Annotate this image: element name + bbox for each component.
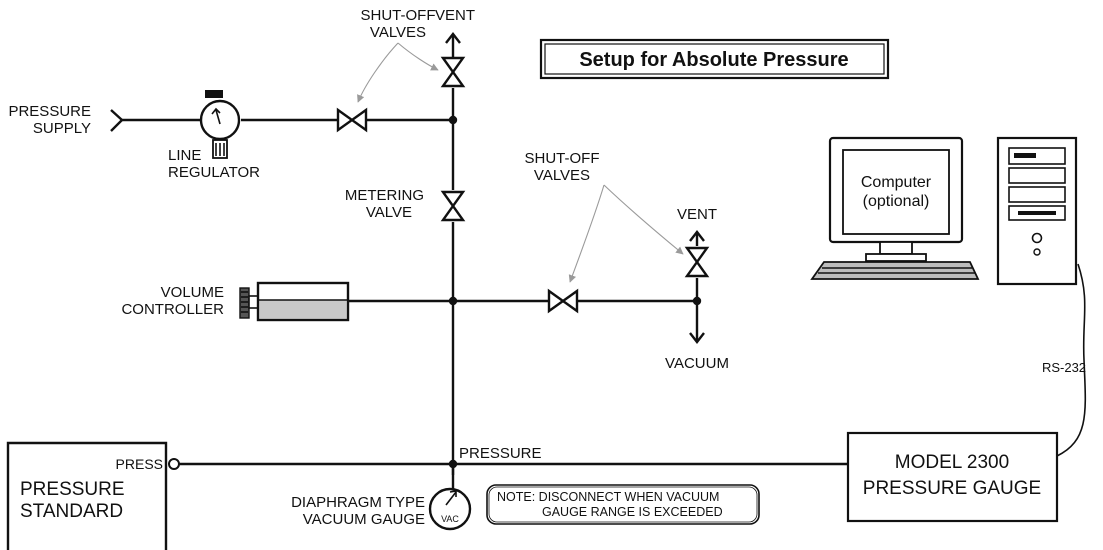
vacuum-gauge-line2: VACUUM GAUGE [303,511,425,528]
shutoff-valve-supply [336,107,368,133]
pressure-standard-line2: STANDARD [20,501,123,522]
vent-top-arrow [445,32,461,44]
computer: Computer (optional) [810,136,1078,286]
note-line2: GAUGE RANGE IS EXCEEDED [542,505,723,519]
metering-valve-line2: VALVE [366,204,412,221]
line-regulator [199,90,241,159]
page-title: Setup for Absolute Pressure [579,49,848,71]
shutoff-valves-top-line2: VALVES [370,24,426,41]
model-2300-line2: PRESSURE GAUGE [863,478,1041,499]
vacuum-arrow [689,332,705,344]
line-regulator-line2: REGULATOR [168,164,260,181]
volume-controller [239,281,350,322]
pressure-supply-line1: PRESSURE [8,103,91,120]
vacuum-label: VACUUM [665,355,729,372]
rs232-cable [1056,263,1087,457]
shutoff-valve-vent-right [684,246,710,278]
pressure-standard: PRESS PRESSURE STANDARD [6,441,180,550]
pipe-network [122,35,848,508]
shutoff-valves-mid-line2: VALVES [534,167,590,184]
shutoff-valve-vent-top [440,56,466,88]
note-line1: NOTE: DISCONNECT WHEN VACUUM [497,490,719,504]
volume-controller-line2: CONTROLLER [121,301,224,318]
model-2300-line1: MODEL 2300 [895,452,1009,473]
volume-controller-line1: VOLUME [161,284,224,301]
line-regulator-line1: LINE [168,147,201,164]
shutoff-valves-mid-line1: SHUT-OFF [525,150,600,167]
pipe-junctions [448,115,702,469]
vacuum-gauge-line1: DIAPHRAGM TYPE [291,494,425,511]
vacuum-gauge: VAC [428,464,472,531]
press-port-label: PRESS [116,456,163,472]
rs232-label: RS-232 [1042,360,1086,375]
diagram-labels: SHUT-OFF VALVES VENT PRESSURE SUPPLY LIN… [8,7,1086,528]
leader-lines [357,42,684,283]
computer-line2: (optional) [863,193,930,210]
vent-right-arrow [689,230,705,242]
press-port [168,458,180,470]
junction-dot [448,115,458,125]
vent-top-label: VENT [435,7,475,24]
junction-dot [448,296,458,306]
model-2300-gauge: MODEL 2300 PRESSURE GAUGE [846,431,1059,523]
junction-dot [692,296,702,306]
computer-line1: Computer [861,174,932,191]
note-box: NOTE: DISCONNECT WHEN VACUUM GAUGE RANGE… [486,484,760,525]
pressure-supply-inlet [110,109,124,132]
vac-label: VAC [441,514,459,524]
shutoff-valve-vacuum [547,288,579,314]
vent-right-label: VENT [677,206,717,223]
pressure-supply-line2: SUPPLY [33,120,91,137]
title-box: Setup for Absolute Pressure [539,38,890,80]
metering-valve [440,190,466,222]
shutoff-valves-top-line1: SHUT-OFF [361,7,436,24]
pressure-standard-line1: PRESSURE [20,479,125,500]
pressure-line-label: PRESSURE [459,445,542,462]
metering-valve-line1: METERING [345,187,424,204]
